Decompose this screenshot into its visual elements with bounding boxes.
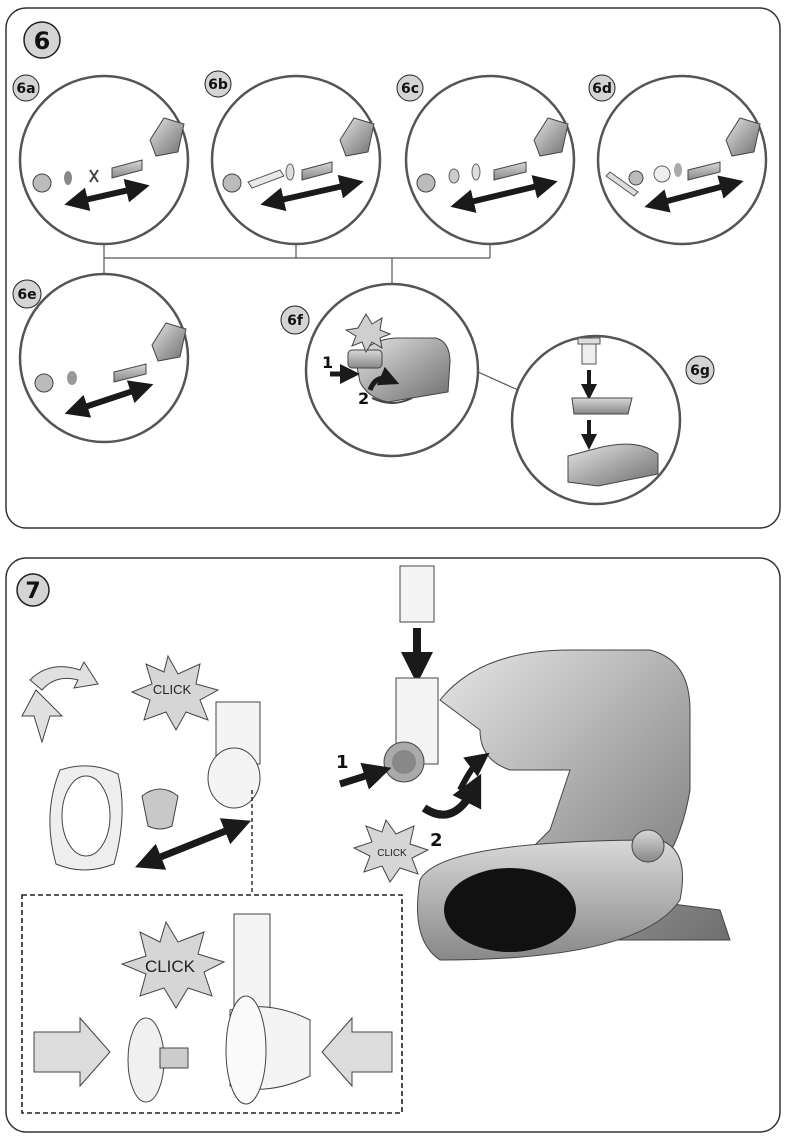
- click-label-1: CLICK: [153, 682, 192, 697]
- push-left-arrow-icon: [321, 1016, 393, 1088]
- detail-box: [21, 894, 403, 1114]
- step-connectors: [103, 243, 519, 391]
- attach-number-2: 2: [430, 830, 443, 851]
- badge-6b: 6b: [204, 70, 232, 98]
- step-6a-circle: [18, 74, 190, 246]
- badge-6a: 6a: [12, 74, 40, 102]
- bowl-recess-icon: [444, 868, 576, 952]
- step-6e-circle: [18, 272, 190, 444]
- slicer-housing-icon: [215, 701, 261, 765]
- step-6f-number-1: 1: [322, 353, 333, 372]
- rotate-arrow-7b-icon: [457, 752, 490, 792]
- push-arrow-7-icon: [338, 762, 392, 790]
- drum-holder-icon: [127, 1017, 165, 1103]
- badge-6c: 6c: [396, 74, 424, 102]
- badge-6d: 6d: [588, 74, 616, 102]
- machine-head-icon: [347, 337, 451, 404]
- step-6c-circle: [404, 74, 576, 246]
- click-label-2: CLICK: [145, 957, 196, 976]
- rotate-arrow-icon: [367, 366, 400, 391]
- click-burst-2: CLICK: [120, 920, 226, 1009]
- svg-text:6a: 6a: [16, 81, 35, 97]
- svg-text:6d: 6d: [592, 81, 612, 97]
- svg-text:6b: 6b: [208, 77, 228, 93]
- step-6b-circle: [210, 74, 382, 246]
- section-7-number: 7: [25, 579, 40, 604]
- pusher-tray-grinder-icon: [567, 337, 659, 487]
- svg-text:6f: 6f: [287, 313, 304, 329]
- grater-drum-icon: [141, 788, 179, 830]
- step-badges: 6a 6b 6c 6d 6e 6f 6g: [12, 70, 715, 385]
- svg-text:6c: 6c: [401, 81, 419, 97]
- step-6f-circle: 1 2: [304, 282, 480, 458]
- detail-parts: [33, 913, 393, 1105]
- stand-mixer-illustration: [383, 565, 731, 961]
- click-label-3: CLICK: [377, 848, 407, 859]
- step-6g-circle: [510, 334, 682, 506]
- step-6d-circle: [596, 74, 768, 246]
- double-arrow-icon: [64, 380, 154, 418]
- double-arrow-icon: [64, 178, 150, 212]
- section-6-badge: 6: [23, 21, 61, 59]
- badge-6g: 6g: [685, 355, 715, 385]
- section-6-number: 6: [34, 27, 51, 55]
- food-pusher-icon: [399, 565, 435, 623]
- section-7-badge: 7: [16, 573, 50, 607]
- badge-6e: 6e: [12, 279, 42, 309]
- svg-text:6e: 6e: [17, 287, 36, 303]
- rotate-arrows-icon: [21, 660, 99, 744]
- svg-text:6g: 6g: [690, 363, 710, 379]
- rotate-arrow-7-icon: [421, 773, 482, 819]
- badge-6f: 6f: [280, 305, 310, 335]
- double-arrow-icon: [644, 175, 744, 213]
- click-burst-3: CLICK: [352, 818, 430, 883]
- double-arrow-icon: [450, 175, 558, 213]
- push-right-arrow-icon: [33, 1016, 111, 1088]
- attach-number-1: 1: [336, 752, 349, 773]
- double-arrow-icon: [135, 818, 251, 870]
- click-burst-icon: [344, 313, 392, 354]
- click-burst-1: CLICK: [130, 654, 220, 732]
- control-knob-icon: [631, 829, 665, 863]
- grinder-parts-icon: [34, 322, 187, 393]
- grinder-parts-icon: [605, 117, 761, 197]
- step-6f-number-2: 2: [358, 389, 369, 408]
- double-arrow-icon: [260, 174, 364, 212]
- grinder-parts-icon: [32, 117, 185, 193]
